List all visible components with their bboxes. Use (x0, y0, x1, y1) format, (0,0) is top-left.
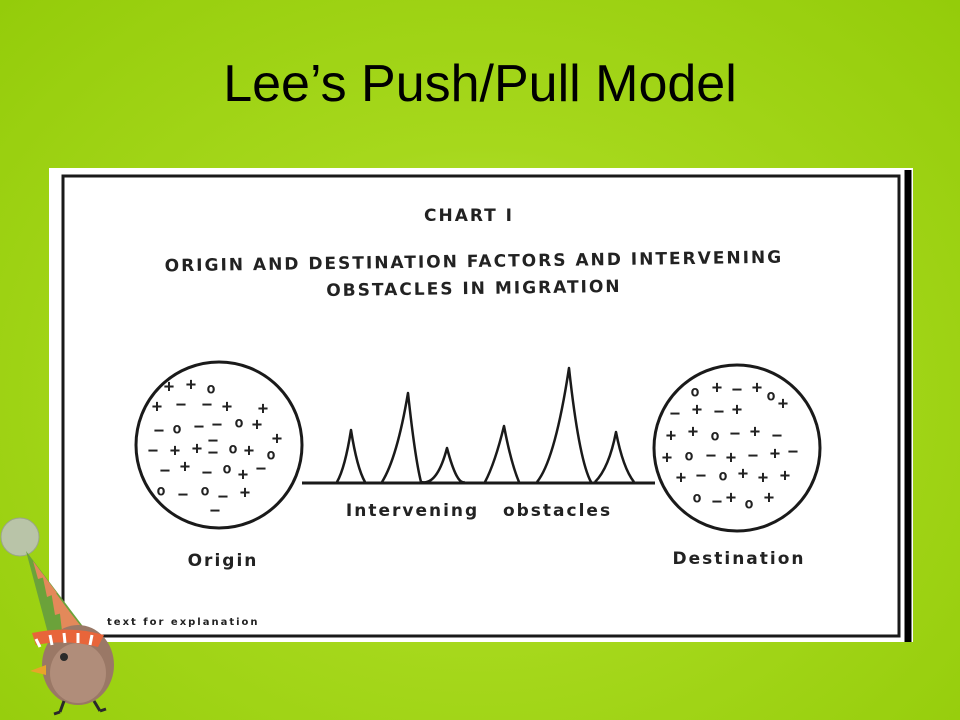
origin-label: Origin (188, 551, 259, 571)
plus-factor-icon: + (272, 429, 282, 449)
obstacle-peaks (335, 366, 636, 484)
plus-factor-icon: + (778, 394, 788, 414)
minus-factor-icon: − (670, 404, 680, 424)
neutral-factor-icon: o (228, 440, 237, 458)
diagram-canvas: CHART I ORIGIN AND DESTINATION FACTORS A… (61, 170, 912, 642)
plus-factor-icon: + (252, 415, 262, 435)
obstacle-peak (335, 428, 367, 483)
minus-factor-icon: − (178, 485, 188, 505)
plus-factor-icon: + (770, 444, 780, 464)
obstacle-peak (536, 366, 593, 483)
plus-factor-icon: + (192, 439, 202, 459)
obstacle-peak (483, 424, 521, 483)
chart-frame (61, 174, 901, 638)
neutral-factor-icon: o (156, 482, 165, 500)
obstacle-peak (380, 391, 423, 483)
minus-factor-icon: − (176, 395, 186, 415)
minus-factor-icon: − (706, 446, 716, 466)
neutral-factor-icon: o (766, 387, 775, 405)
minus-factor-icon: − (772, 426, 782, 446)
obstacle-peak (420, 446, 466, 484)
chart-number-label: CHART I (424, 206, 514, 226)
neutral-factor-icon: o (744, 495, 753, 513)
minus-factor-icon: − (148, 441, 158, 461)
plus-factor-icon: + (738, 464, 748, 484)
minus-factor-icon: − (218, 487, 228, 507)
plus-factor-icon: + (780, 466, 790, 486)
neutral-factor-icon: o (684, 447, 693, 465)
plus-factor-icon: + (164, 377, 174, 397)
chart-heading-line2: OBSTACLES IN MIGRATION (326, 277, 622, 301)
neutral-factor-icon: o (206, 380, 215, 398)
plus-factor-icon: + (238, 465, 248, 485)
plus-factor-icon: + (662, 448, 672, 468)
chart-heading-line1: ORIGIN AND DESTINATION FACTORS AND INTER… (165, 248, 784, 277)
plus-factor-icon: + (666, 426, 676, 446)
plus-factor-icon: + (726, 448, 736, 468)
neutral-factor-icon: o (222, 460, 231, 478)
plus-factor-icon: + (186, 375, 196, 395)
destination-label: Destination (672, 549, 805, 569)
neutral-factor-icon: o (690, 383, 699, 401)
plus-factor-icon: + (732, 400, 742, 420)
plus-factor-icon: + (752, 378, 762, 398)
minus-factor-icon: − (202, 395, 212, 415)
minus-factor-icon: − (194, 417, 204, 437)
minus-factor-icon: − (208, 431, 218, 451)
plus-factor-icon: + (258, 399, 268, 419)
minus-factor-icon: − (210, 501, 220, 521)
plus-factor-icon: + (180, 457, 190, 477)
minus-factor-icon: − (712, 492, 722, 512)
plus-factor-icon: + (170, 441, 180, 461)
plus-factor-icon: + (726, 488, 736, 508)
plus-factor-icon: + (676, 468, 686, 488)
footnote-text: text for explanation (107, 617, 260, 628)
plus-factor-icon: + (688, 422, 698, 442)
minus-factor-icon: − (202, 463, 212, 483)
minus-factor-icon: − (212, 415, 222, 435)
minus-factor-icon: − (256, 459, 266, 479)
plus-factor-icon: + (152, 397, 162, 417)
neutral-factor-icon: o (266, 446, 275, 464)
minus-factor-icon: − (208, 443, 218, 463)
migration-diagram: CHART I ORIGIN AND DESTINATION FACTORS A… (49, 168, 913, 642)
neutral-factor-icon: o (234, 414, 243, 432)
destination-circle (652, 363, 822, 533)
obstacles-label: Intervening obstacles (346, 501, 612, 521)
neutral-factor-icon: o (200, 482, 209, 500)
plus-factor-icon: + (758, 468, 768, 488)
plus-factor-icon: + (244, 441, 254, 461)
party-bird-mascot-icon (0, 517, 114, 716)
neutral-factor-icon: o (692, 489, 701, 507)
minus-factor-icon: − (788, 442, 798, 462)
plus-factor-icon: + (240, 483, 250, 503)
minus-factor-icon: − (154, 421, 164, 441)
plus-factor-icon: + (222, 397, 232, 417)
minus-factor-icon: − (730, 424, 740, 444)
neutral-factor-icon: o (172, 420, 181, 438)
origin-factors: −+o+−−++−o−−o+−+−++−o+o−+−o+−o−o−+−+ (148, 375, 282, 521)
minus-factor-icon: − (696, 466, 706, 486)
neutral-factor-icon: o (710, 427, 719, 445)
plus-factor-icon: + (764, 488, 774, 508)
minus-factor-icon: − (164, 377, 174, 397)
origin-circle (134, 360, 304, 530)
plus-factor-icon: + (692, 400, 702, 420)
neutral-factor-icon: o (718, 467, 727, 485)
plus-factor-icon: + (750, 422, 760, 442)
destination-factors: o+−+o+−+−+++o−+−+o−+−+−+−o+++o−+o+ (662, 378, 798, 513)
minus-factor-icon: − (748, 446, 758, 466)
minus-factor-icon: − (732, 380, 742, 400)
obstacle-peak (594, 430, 636, 483)
minus-factor-icon: − (714, 402, 724, 422)
plus-factor-icon: + (712, 378, 722, 398)
minus-factor-icon: − (160, 461, 170, 481)
slide-title: Lee’s Push/Pull Model (223, 55, 737, 113)
